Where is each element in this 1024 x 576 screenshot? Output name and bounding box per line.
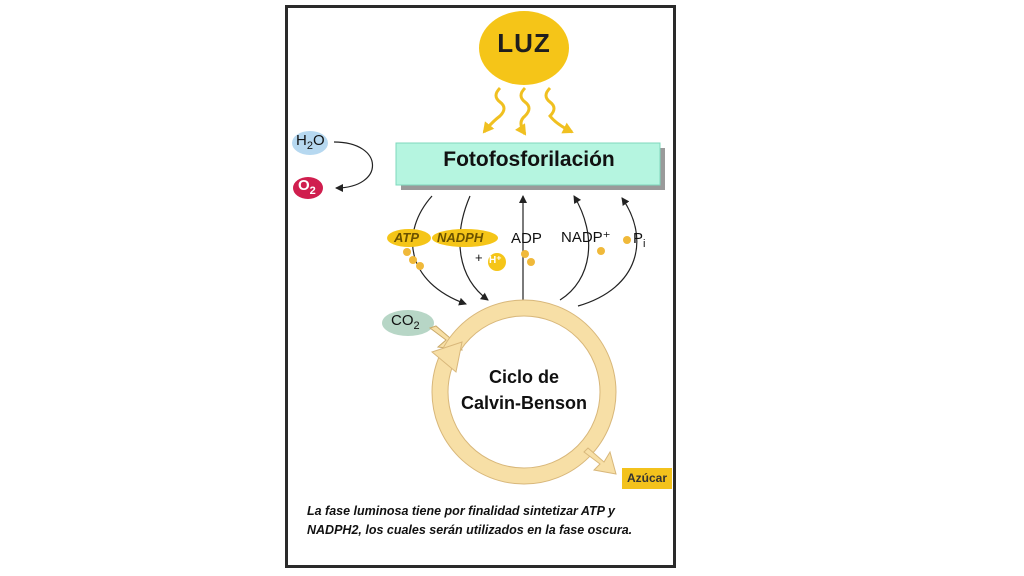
atp-phosphate-dot bbox=[416, 262, 424, 270]
h-plus-blob bbox=[488, 253, 506, 271]
oxygen-label: O2 bbox=[298, 177, 316, 197]
water-label: H2O bbox=[296, 132, 325, 152]
h-plus-label: H⁺ bbox=[489, 255, 502, 266]
adp-phosphate-dot bbox=[521, 250, 529, 258]
calvin-cycle-ring bbox=[432, 300, 616, 484]
atp-label: ATP bbox=[394, 230, 420, 245]
caption-text: La fase luminosa tiene por finalidad sin… bbox=[307, 504, 633, 537]
calvin-cycle-label: Ciclo de Calvin-Benson bbox=[458, 364, 590, 416]
sun-label: LUZ bbox=[497, 28, 551, 58]
co2-blob bbox=[382, 310, 434, 336]
nadp-label: NADP⁺ bbox=[561, 229, 611, 246]
calvin-cycle-ring-outer-edge bbox=[431, 299, 617, 485]
arrow-pi-up bbox=[577, 197, 638, 307]
nadph-label: NADPH bbox=[437, 230, 484, 245]
arrow-atp-down bbox=[411, 195, 467, 306]
arrow-nadp-up bbox=[559, 195, 590, 301]
cycle-output-arrow bbox=[583, 447, 617, 475]
diagram-frame bbox=[285, 5, 676, 568]
sugar-output-label: Azúcar bbox=[622, 468, 672, 489]
nadph-highlight bbox=[432, 229, 498, 247]
process-label: Fotofosforilación bbox=[443, 148, 615, 171]
calvin-cycle-label-line1: Ciclo de bbox=[488, 367, 559, 387]
calvin-cycle-ring-inner-edge bbox=[447, 315, 601, 469]
arrow-nadph-down bbox=[459, 195, 489, 301]
process-box bbox=[395, 142, 661, 186]
nadp-dot bbox=[597, 247, 605, 255]
water-blob bbox=[292, 131, 328, 155]
cycle-arrowhead-left bbox=[430, 341, 463, 373]
atp-phosphate-dot bbox=[409, 256, 417, 264]
pi-dot bbox=[623, 236, 631, 244]
pi-label: Pi bbox=[633, 230, 646, 250]
adp-phosphate-dot bbox=[527, 258, 535, 266]
light-ray-right bbox=[544, 86, 574, 134]
sun-shape bbox=[479, 11, 569, 85]
oxygen-blob bbox=[293, 177, 323, 199]
atp-phosphate-dot bbox=[403, 248, 411, 256]
water-oxygen-arrow bbox=[333, 141, 373, 192]
calvin-cycle-label-line2: Calvin-Benson bbox=[460, 393, 588, 413]
adp-label: ADP bbox=[511, 230, 542, 247]
plus-sign: + bbox=[475, 250, 483, 265]
atp-highlight bbox=[387, 229, 431, 247]
light-ray-left bbox=[482, 86, 506, 134]
light-ray-center bbox=[515, 86, 531, 136]
co2-label: CO2 bbox=[391, 312, 420, 332]
